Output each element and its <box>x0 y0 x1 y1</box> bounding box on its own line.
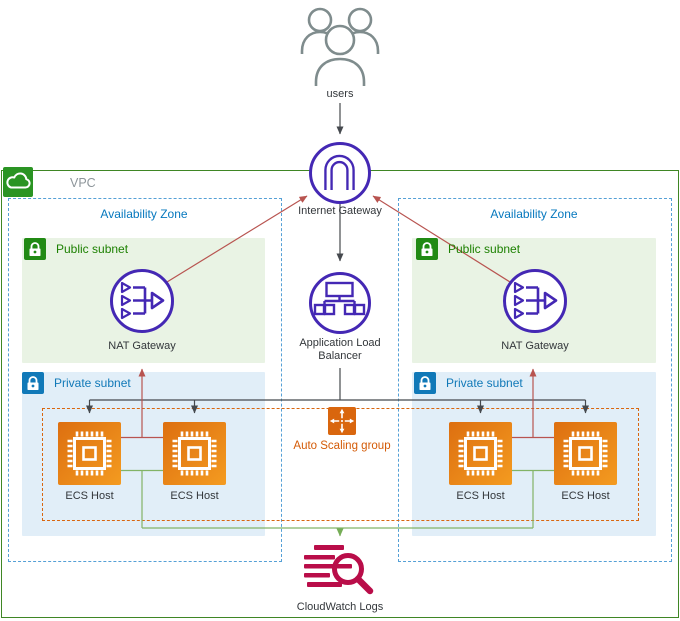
public-subnet-lock-icon <box>416 238 438 260</box>
public-subnet-left-label: Public subnet <box>56 242 129 256</box>
internet-gateway-icon <box>309 142 371 204</box>
nat-gateway-icon <box>110 269 174 333</box>
public-subnet-right-label: Public subnet <box>448 242 521 256</box>
nat-gateway-right-label: NAT Gateway <box>501 340 569 352</box>
nat-gateway-left-label: NAT Gateway <box>108 340 176 352</box>
ecs-host-label: ECS Host <box>456 490 505 502</box>
users-icon <box>296 4 384 88</box>
ecs-host-icon <box>163 422 226 485</box>
ecs-host-label: ECS Host <box>561 490 610 502</box>
cloudwatch-logs-label: CloudWatch Logs <box>296 601 384 613</box>
az-right-label: Availability Zone <box>490 207 578 221</box>
ecs-host-label: ECS Host <box>170 490 219 502</box>
ecs-host-icon <box>449 422 512 485</box>
private-subnet-lock-icon <box>22 372 44 394</box>
public-subnet-lock-icon <box>24 238 46 260</box>
cloudwatch-logs-icon <box>300 543 380 601</box>
internet-gateway-label: Internet Gateway <box>298 205 382 217</box>
alb-icon <box>309 272 371 334</box>
vpc-icon <box>3 167 33 197</box>
users-label: users <box>326 88 354 100</box>
auto-scaling-group-label: Auto Scaling group <box>293 440 391 452</box>
ecs-host-label: ECS Host <box>65 490 114 502</box>
private-subnet-left-label: Private subnet <box>54 376 131 390</box>
az-left-label: Availability Zone <box>100 207 188 221</box>
ecs-host-icon <box>554 422 617 485</box>
auto-scaling-icon <box>328 407 356 435</box>
alb-label: Application Load Balancer <box>299 337 381 362</box>
vpc-label: VPC <box>70 176 96 190</box>
ecs-host-icon <box>58 422 121 485</box>
private-subnet-lock-icon <box>414 372 436 394</box>
nat-gateway-icon <box>503 269 567 333</box>
private-subnet-right-label: Private subnet <box>446 376 523 390</box>
